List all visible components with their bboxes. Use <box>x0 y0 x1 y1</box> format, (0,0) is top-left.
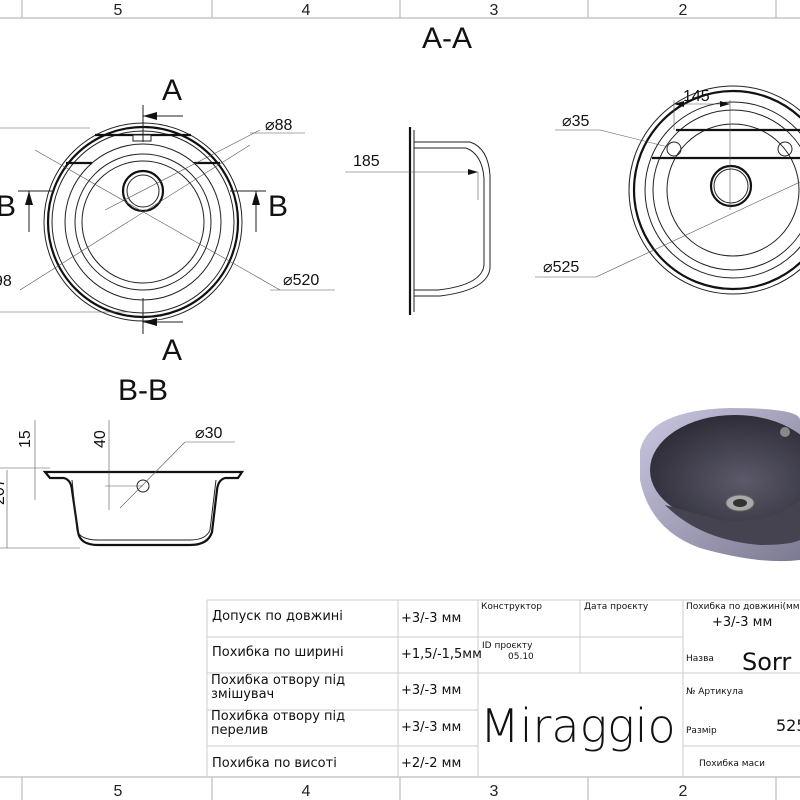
tolerance-value: +3/-3 мм <box>401 611 461 626</box>
brand-logo: Miraggio <box>480 699 676 753</box>
dim-outer-diameter: ⌀520 <box>283 272 319 289</box>
grid-number: 4 <box>302 2 311 19</box>
dim-hole-diameter: ⌀35 <box>562 113 590 130</box>
tolerance-label: Похибка по висоті <box>212 756 337 771</box>
dim-offset: 145 <box>683 88 710 105</box>
dim-drain-diameter: ⌀88 <box>265 117 293 134</box>
cut-label-a-bottom: A <box>162 334 182 367</box>
dim-cutout-diameter: ⌀525 <box>543 259 579 276</box>
tolerance-value: +3/-3 мм <box>401 720 461 735</box>
dim-left: 98 <box>0 273 12 290</box>
tolerance-label: Похибка по ширині <box>212 645 344 660</box>
designer-label: Конструктор <box>481 602 542 612</box>
section-bb-view: B-B 15 40 ⌀30 207 <box>0 374 245 549</box>
name-label: Назва <box>686 654 714 664</box>
grid-number: 3 <box>490 2 499 19</box>
project-id-value: 05.10 <box>508 652 534 662</box>
bottom-grid-row: 5 4 3 2 <box>0 776 800 800</box>
grid-number: 3 <box>490 783 499 800</box>
dim-height: 207 <box>0 478 8 505</box>
size-label: Размір <box>686 726 717 736</box>
article-label: № Артикула <box>686 687 743 697</box>
grid-number: 2 <box>679 783 688 800</box>
tolerance-label: Похибка отвору під змішувач <box>211 674 346 702</box>
side-section-view: 185 <box>345 127 491 315</box>
length-tolerance-label: Похибка по довжині(мм) <box>686 602 800 612</box>
plan-view-right: 145 ⌀35 ⌀525 <box>535 85 800 295</box>
dim-overflow-diameter: ⌀30 <box>195 425 223 442</box>
tolerance-label: Допуск по довжині <box>212 609 343 624</box>
tolerance-value: +1,5/-1,5мм <box>401 647 482 662</box>
section-bb-title: B-B <box>118 374 168 407</box>
cut-label-b-right: B <box>268 190 288 223</box>
grid-number: 4 <box>302 783 311 800</box>
tolerance-label: Похибка отвору під перелив <box>211 710 346 738</box>
cut-label-a-top: A <box>162 74 182 107</box>
grid-number: 5 <box>114 2 123 19</box>
tolerance-value: +3/-3 мм <box>401 683 461 698</box>
dim-h2: 40 <box>92 430 109 448</box>
product-name: Sorr <box>742 648 791 676</box>
grid-number: 2 <box>679 2 688 19</box>
dim-depth: 185 <box>353 153 380 170</box>
section-aa-title: A-A <box>422 22 472 55</box>
sink-3d-render <box>640 408 800 562</box>
cut-label-b-left: B <box>0 190 16 223</box>
plan-view-left: A A B B ⌀88 ⌀520 98 <box>0 74 335 367</box>
length-tolerance-value: +3/-3 мм <box>712 615 772 630</box>
size-value: 525 <box>776 716 800 735</box>
grid-number: 5 <box>114 783 123 800</box>
project-id-label: ID проєкту <box>482 641 533 651</box>
tolerance-value: +2/-2 мм <box>401 756 461 771</box>
dim-h1: 15 <box>17 430 34 448</box>
project-date-label: Дата проєкту <box>584 602 649 612</box>
top-grid-row: 5 4 3 2 <box>0 0 800 19</box>
title-block: Допуск по довжині +3/-3 мм Похибка по ши… <box>206 599 800 777</box>
mass-tolerance-label: Похибка маси <box>699 759 765 769</box>
